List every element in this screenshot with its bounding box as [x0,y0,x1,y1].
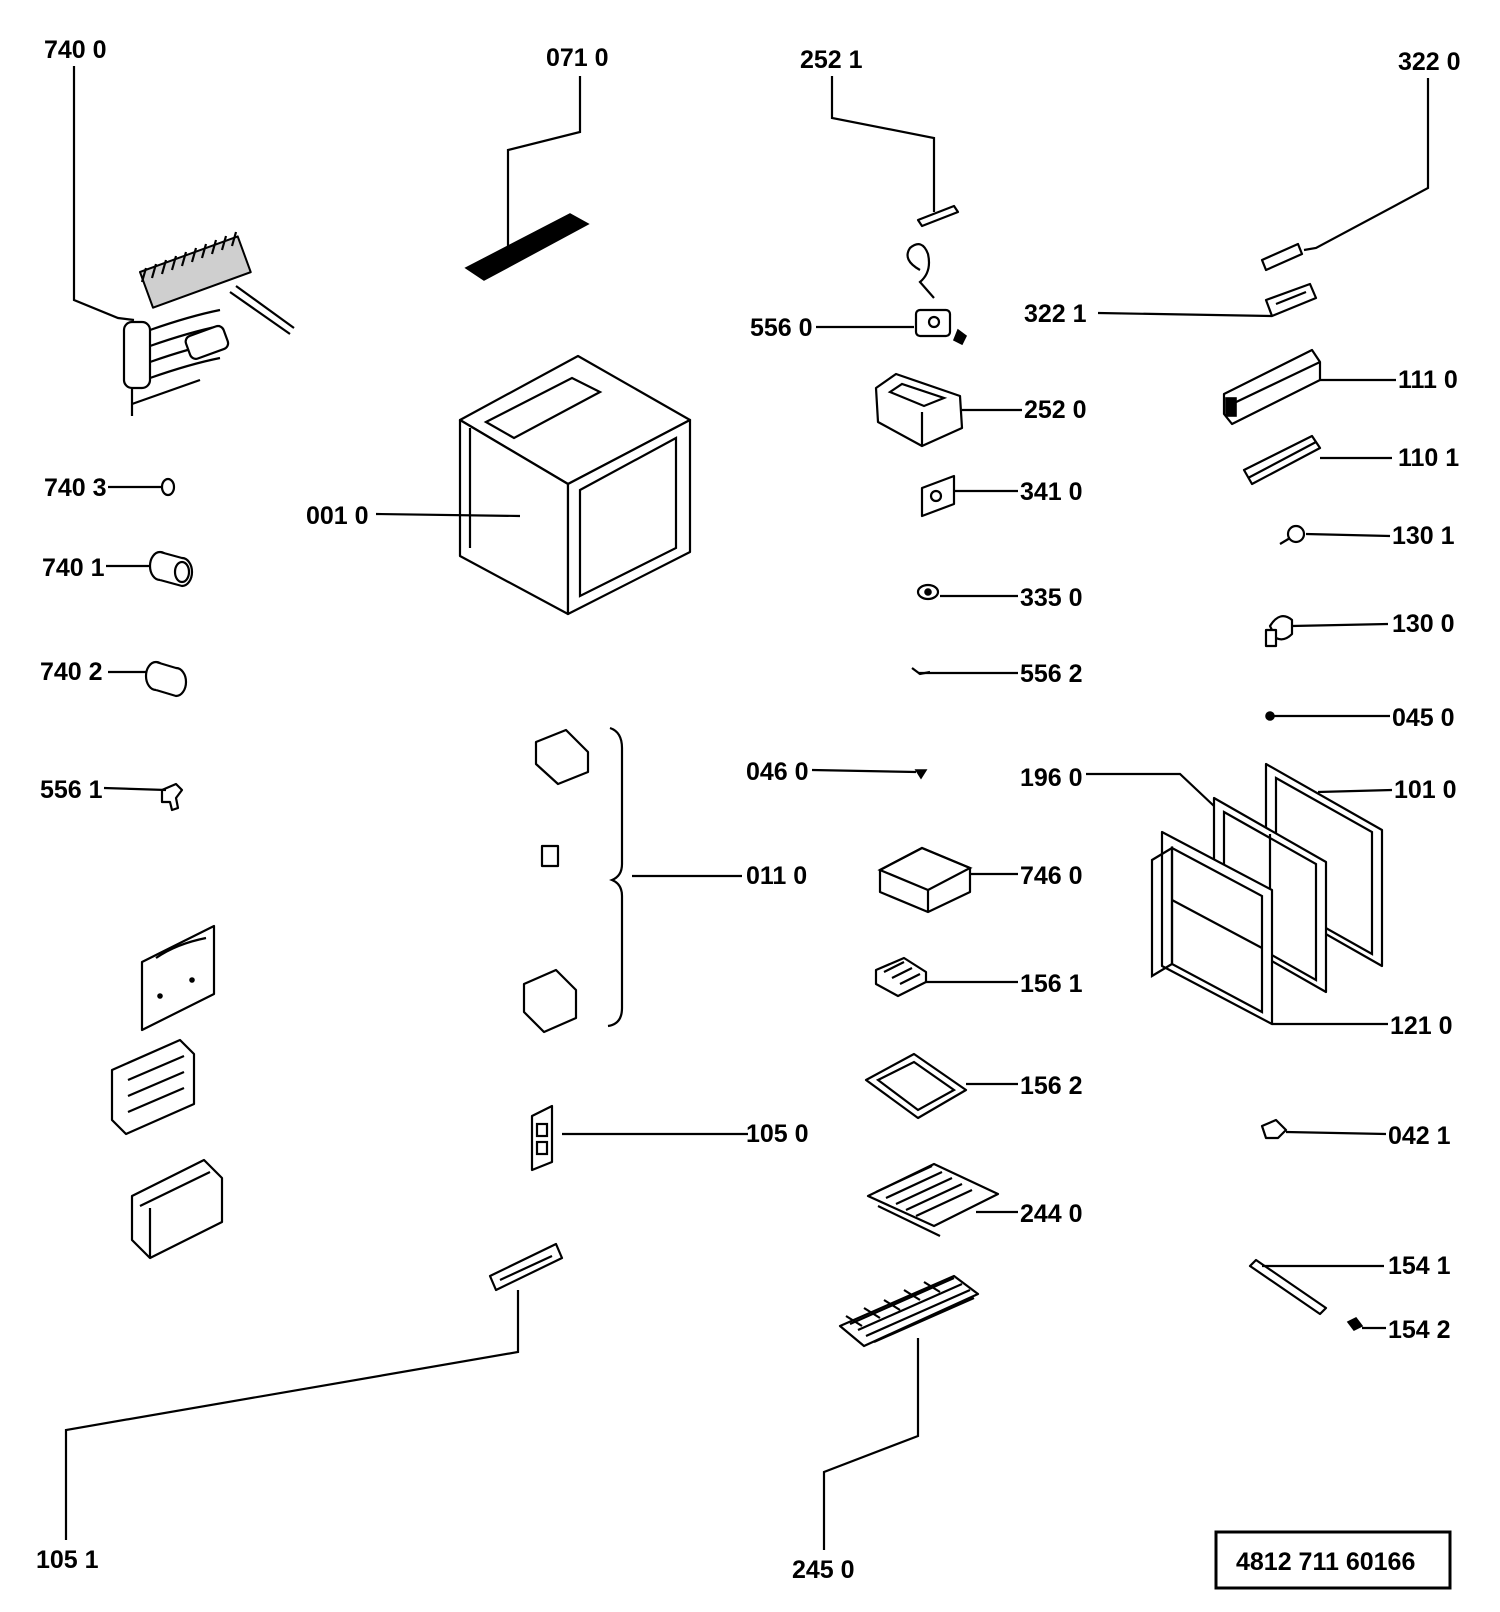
hinge-pin-part [1279,524,1306,545]
dark-strip-part [464,213,590,281]
label-252-1: 252 1 [800,46,863,74]
label-154-1: 154 1 [1388,1252,1451,1280]
lamp-cover-part [1260,242,1304,272]
rail-clip-part [1346,1316,1364,1332]
electrical-set-part [522,726,624,1034]
label-154-2: 154 2 [1388,1316,1451,1344]
label-322-1: 322 1 [1024,300,1087,328]
washer-part [1265,711,1275,721]
label-101-0: 101 0 [1394,776,1457,804]
hinge-part [1264,615,1294,648]
switch-part [530,1104,554,1172]
diagram-code: 4812 711 60166 [1236,1548,1415,1576]
label-341-0: 341 0 [1020,478,1083,506]
label-556-0: 556 0 [750,314,813,342]
label-045-0: 045 0 [1392,704,1455,732]
label-335-0: 335 0 [1020,584,1083,612]
label-196-0: 196 0 [1020,764,1083,792]
label-740-0: 740 0 [44,36,107,64]
label-244-0: 244 0 [1020,1200,1083,1228]
terminal-strip-part [488,1242,564,1292]
sleeve-part-2 [144,660,188,698]
label-130-0: 130 0 [1392,610,1455,638]
hinge-bar-part [1222,348,1322,426]
label-740-2: 740 2 [40,658,103,686]
sleeve-part [148,550,194,588]
cabinet-part [458,354,692,616]
code-box [1214,1530,1452,1590]
small-clip-part [160,782,184,812]
label-322-0: 322 0 [1398,48,1461,76]
label-156-2: 156 2 [1020,1072,1083,1100]
label-001-0: 001 0 [306,502,369,530]
label-011-0: 011 0 [746,862,807,890]
knob-part [916,583,940,601]
label-556-2: 556 2 [1020,660,1083,688]
label-130-1: 130 1 [1392,522,1455,550]
label-110-1: 110 1 [1398,444,1459,472]
small-plate-part [916,204,960,228]
door-liner-part [1150,830,1274,1026]
rail-part [1248,1258,1328,1316]
label-121-0: 121 0 [1390,1012,1453,1040]
label-105-1: 105 1 [36,1546,99,1574]
label-245-0: 245 0 [792,1556,855,1584]
drawer-part [866,1162,1000,1237]
label-740-1: 740 1 [42,554,105,582]
side-panel-part [140,924,216,1032]
door-stop-part [1260,1118,1288,1140]
lamp-holder-part [1264,282,1318,318]
bracket-part [110,1038,196,1136]
leader-lines [64,66,1430,1550]
label-746-0: 746 0 [1020,862,1083,890]
drip-tray-part [864,1052,968,1120]
cover-strip-part [1242,434,1322,486]
wire-shelf-part [838,1274,980,1348]
connector-part [920,474,956,518]
screw-part [914,769,928,780]
ice-tray-part [874,956,928,998]
control-box-part [130,1158,224,1260]
label-046-0: 046 0 [746,758,809,786]
label-042-1: 042 1 [1388,1122,1451,1150]
label-252-0: 252 0 [1024,396,1087,424]
label-156-1: 156 1 [1020,970,1083,998]
cooling-unit-part [122,231,295,416]
label-740-3: 740 3 [44,474,107,502]
label-556-1: 556 1 [40,776,103,804]
thermostat-part [906,243,968,346]
label-111-0: 111 0 [1398,366,1458,394]
tray-part [877,846,973,914]
o-ring-part [160,477,176,497]
label-071-0: 071 0 [546,44,609,72]
label-105-0: 105 0 [746,1120,809,1148]
housing-part [874,372,964,448]
